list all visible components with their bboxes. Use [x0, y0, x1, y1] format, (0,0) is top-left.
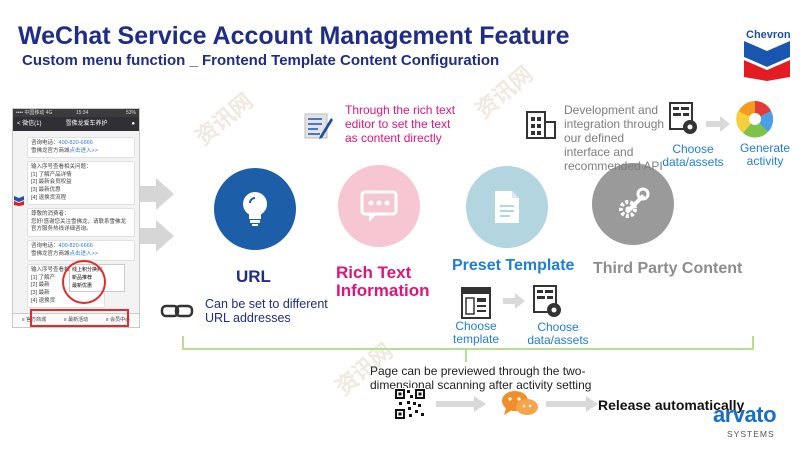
template-icon	[461, 287, 491, 319]
status-battery: 53%	[125, 110, 136, 116]
activity-wheel-icon	[736, 101, 774, 138]
highlight-box	[30, 309, 129, 327]
rich-text-circle	[338, 165, 420, 247]
msg-item: [2] 最新	[31, 282, 50, 289]
preset-template-label: Preset Template	[452, 257, 575, 274]
msg-text: 输入序号查看相关问题：	[31, 164, 92, 171]
highlight-circle	[62, 260, 106, 304]
release-label: Release automatically	[598, 397, 745, 413]
chat-message: 咨询电话：400-820-6666 雪佛龙官方商城点击进入>>	[27, 137, 135, 159]
msg-text: 尊敬的消费者：	[31, 211, 70, 218]
data-gear-icon	[533, 285, 561, 317]
third-party-label: Third Party Content	[593, 260, 743, 277]
link-icon	[160, 304, 194, 318]
development-description: Development and integration through our …	[564, 103, 665, 173]
phone-nav-bar: < 微信(1) 雪佛龙爱车养护 ●	[13, 117, 139, 131]
msg-item: [1] 了解产	[31, 274, 56, 281]
third-party-circle	[592, 163, 674, 245]
tools-icon	[619, 187, 650, 218]
msg-text: 咨询电话：	[31, 242, 59, 249]
building-icon	[526, 111, 556, 139]
bracket-stem	[465, 348, 467, 362]
chevron-logo-icon	[744, 41, 790, 81]
back-button[interactable]: < 微信(1)	[17, 121, 42, 127]
msg-item: [2] 最新会员权益	[31, 179, 72, 186]
msg-link[interactable]: 400-820-6666	[58, 140, 93, 146]
flow-arrow	[503, 298, 517, 304]
msg-link[interactable]: 点击进入>>	[69, 147, 98, 154]
page-subtitle: Custom menu function _ Frontend Template…	[22, 52, 500, 69]
document-icon	[495, 191, 519, 223]
chat-body: 咨询电话：400-820-6666 雪佛龙官方商城点击进入>> 输入序号查看相关…	[13, 131, 139, 314]
msg-link[interactable]: 点击进入>>	[69, 250, 98, 257]
msg-item: [3] 最新优惠	[31, 186, 61, 193]
generate-activity-label: Generate activity	[739, 141, 791, 168]
wechat-icon	[502, 391, 538, 415]
gray-arrows-icon	[140, 178, 174, 252]
page-title: WeChat Service Account Management Featur…	[18, 22, 570, 50]
arrow-head-icon	[515, 293, 525, 309]
arrow-head-icon	[720, 116, 730, 132]
msg-item: [4] 退换货流程	[31, 194, 67, 201]
rich-text-description: Through the rich text editor to set the …	[345, 103, 456, 145]
status-carrier: •••• 中国移动 4G	[16, 110, 53, 116]
msg-text: 输入序号查看相关问题：	[31, 267, 92, 274]
status-time: 15:34	[75, 110, 89, 116]
chat-bubble-icon	[360, 190, 398, 222]
flow-arrow	[546, 401, 588, 407]
preset-template-circle	[466, 166, 548, 248]
flow-arrow	[436, 401, 476, 407]
choose-template-label: Choose template	[452, 319, 500, 346]
msg-text: 雪佛龙官方商城	[31, 147, 70, 154]
arvato-systems-text: SYSTEMS	[727, 429, 775, 439]
profile-icon[interactable]: ●	[131, 121, 135, 127]
qr-code-icon	[394, 388, 426, 420]
url-circle	[214, 168, 296, 250]
arvato-logo: arvato	[713, 402, 777, 427]
chat-message: 咨询电话：400-820-6666 雪佛龙官方商城点击进入>>	[27, 239, 135, 262]
arrow-head-icon	[474, 396, 486, 412]
msg-item: [4] 退换货	[31, 297, 56, 304]
watermark: 资讯网	[190, 88, 258, 150]
chat-title: 雪佛龙爱车养护	[65, 121, 108, 127]
menu-item-member[interactable]: ≡ 会员中心	[105, 317, 131, 323]
choose-assets-bottom: Choose data/assets	[527, 320, 589, 347]
msg-text: 雪佛龙官方商城	[31, 250, 70, 257]
data-gear-icon	[669, 102, 697, 134]
arrow-head-icon	[586, 396, 598, 412]
menu-item-mall[interactable]: ≡ 官方商城	[21, 317, 47, 323]
url-description: Can be set to different URL addresses	[205, 297, 328, 325]
msg-text: 咨询电话：	[31, 140, 59, 146]
chevron-avatar-icon	[14, 196, 24, 206]
grouping-bracket	[182, 336, 754, 350]
msg-text: 您好!感谢您关注雪佛龙，请联系雪佛龙官方服务热线详细咨询。	[31, 218, 127, 233]
chat-message: 输入序号查看相关问题： [1] 了解产品详情 [2] 最新会员权益 [3] 最新…	[27, 161, 135, 206]
custom-menu-bar: ≡ 官方商城 ≡ 最新活动 ≡ 会员中心	[13, 313, 139, 327]
menu-item-activity[interactable]: ≡ 最新活动	[63, 317, 89, 323]
msg-item: [3] 最新	[31, 289, 50, 296]
msg-item: [1] 了解产品详情	[31, 171, 72, 178]
chevron-logo-text: Chevron	[746, 29, 791, 41]
chat-message: 尊敬的消费者： 您好!感谢您关注雪佛龙，请联系雪佛龙官方服务热线详细咨询。	[27, 208, 135, 237]
rich-text-label: Rich Text Information	[336, 263, 430, 300]
text-editor-icon	[304, 113, 333, 139]
msg-link[interactable]: 400-820-6666	[58, 242, 93, 249]
bulb-icon	[243, 192, 267, 226]
flow-arrow	[706, 121, 722, 127]
choose-assets-top: Choose data/assets	[662, 142, 724, 169]
url-label: URL	[236, 267, 271, 286]
phone-status-bar: •••• 中国移动 4G 15:34 53%	[13, 109, 139, 117]
